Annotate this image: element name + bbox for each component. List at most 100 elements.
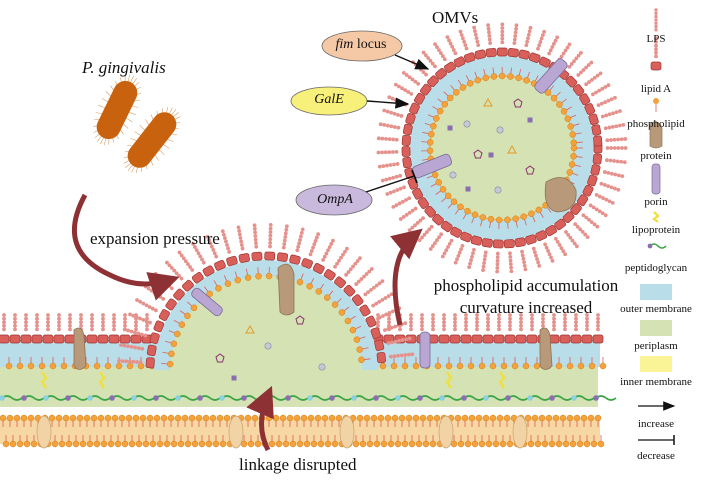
- phospholipid-molecule: [23, 435, 31, 448]
- phospholipid-molecule: [324, 290, 334, 301]
- phospholipid-molecule: [161, 360, 174, 368]
- phospholipid-molecule: [255, 267, 262, 280]
- linkage-disrupted-label: linkage disrupted: [239, 455, 357, 474]
- phospholipid-molecule: [482, 68, 490, 82]
- phospholipid-molecule: [303, 435, 311, 448]
- phospholipid-molecule: [97, 414, 105, 427]
- lps-molecule: [460, 313, 472, 344]
- lps-molecule: [572, 71, 603, 96]
- phospholipid-molecule: [107, 435, 115, 448]
- ompa-decrease-bar: [411, 169, 418, 184]
- lps-molecule: [593, 142, 628, 154]
- lipoprotein: [40, 371, 48, 389]
- phospholipid-molecule: [405, 414, 413, 427]
- phospholipid-molecule: [314, 414, 322, 427]
- phospholipid-molecule: [49, 357, 57, 370]
- lps-molecule: [526, 313, 538, 344]
- cargo-circle: [494, 186, 502, 194]
- legend-porin-icon: [651, 163, 661, 195]
- phospholipid-molecule: [179, 310, 191, 320]
- phospholipid-molecule: [142, 435, 150, 448]
- phospholipid-molecule: [100, 435, 108, 448]
- phospholipid-molecule: [173, 320, 186, 328]
- accumulation-arrow: [390, 228, 423, 326]
- legend-lps-icon: [654, 14, 658, 19]
- legend-label-periplasm: periplasm: [634, 340, 678, 352]
- lps-molecule: [587, 174, 621, 192]
- phospholipid-molecule: [72, 435, 80, 448]
- lps-molecule: [482, 313, 494, 344]
- lps-molecule: [53, 313, 65, 344]
- lps-molecule: [438, 313, 450, 344]
- ompa-label: OmpA: [317, 192, 353, 207]
- phospholipid-molecule: [223, 275, 232, 287]
- phospholipid-molecule: [401, 435, 409, 448]
- phospholipid-molecule: [349, 325, 362, 334]
- lps-molecule: [481, 238, 493, 273]
- phospholipid-molecule: [471, 435, 479, 448]
- lps-molecule: [64, 313, 76, 344]
- lps-molecule: [122, 327, 160, 344]
- phospholipid-molecule: [580, 414, 588, 427]
- lps-molecule: [518, 25, 533, 60]
- phospholipid-molecule: [597, 435, 605, 448]
- phospholipid-molecule: [556, 98, 567, 108]
- lps-molecule: [0, 313, 10, 344]
- phospholipid-molecule: [153, 414, 161, 427]
- legend-icons: [638, 8, 676, 445]
- lps-molecule: [130, 313, 142, 344]
- phospholipid-molecule: [412, 357, 420, 370]
- phospholipid-molecule: [282, 435, 290, 448]
- phospholipid-molecule: [424, 122, 437, 130]
- phospholipid-molecule: [390, 357, 398, 370]
- phospholipid-molecule: [485, 435, 493, 448]
- phospholipid-molecule: [317, 435, 325, 448]
- phospholipid-molecule: [93, 357, 101, 370]
- phospholipid-molecule: [533, 357, 541, 370]
- phospholipid-molecule: [289, 435, 297, 448]
- phospholipid-molecule: [352, 435, 360, 448]
- legend-inner-membrane-icon: [640, 356, 672, 372]
- bacterium-icon: [123, 107, 181, 173]
- phospholipid-molecule: [315, 283, 325, 295]
- phospholipid-molecule: [479, 214, 487, 227]
- lps-molecule: [97, 313, 109, 344]
- phospholipid-molecule: [363, 414, 371, 427]
- phospholipid-molecule: [465, 75, 474, 87]
- lps-molecule: [220, 229, 238, 267]
- lps-molecule: [562, 211, 590, 239]
- phospholipid-molecule: [562, 435, 570, 448]
- phospholipid-molecule: [421, 139, 434, 146]
- phospholipid-molecule: [570, 144, 583, 152]
- lps-molecule: [588, 109, 622, 126]
- lps-molecule: [117, 357, 155, 369]
- phospholipid-molecule: [394, 435, 402, 448]
- lps-molecule: [449, 313, 461, 344]
- phospholipid-molecule: [149, 435, 157, 448]
- phospholipid-molecule: [174, 414, 182, 427]
- lps-molecule: [472, 25, 487, 60]
- phospholipid-molecule: [234, 271, 242, 284]
- legend-lps-icon: [654, 24, 658, 29]
- phospholipid-molecule: [203, 286, 213, 298]
- cargo-pentagon: [215, 353, 225, 363]
- lps-molecule: [590, 164, 625, 179]
- lps-molecule: [545, 224, 568, 257]
- phospholipid-molecule: [391, 414, 399, 427]
- phospholipid-molecule: [184, 435, 192, 448]
- legend-label-decrease: decrease: [637, 450, 675, 462]
- phospholipid-molecule: [495, 216, 503, 229]
- lps-molecule: [376, 352, 415, 364]
- bleb-protein: [277, 263, 295, 316]
- phospholipid-molecule: [213, 280, 222, 292]
- phospholipid-molecule: [62, 414, 70, 427]
- phospholipid-molecule: [254, 435, 262, 448]
- phospholipid-molecule: [356, 414, 364, 427]
- phospholipid-molecule: [421, 147, 434, 154]
- lps-molecule: [504, 313, 516, 344]
- phospholipid-molecule: [437, 98, 449, 108]
- cargo-pentagon: [473, 149, 483, 159]
- lps-molecule: [382, 108, 416, 125]
- legend-lipoprotein-icon: [652, 211, 660, 223]
- lps-molecule: [453, 231, 472, 265]
